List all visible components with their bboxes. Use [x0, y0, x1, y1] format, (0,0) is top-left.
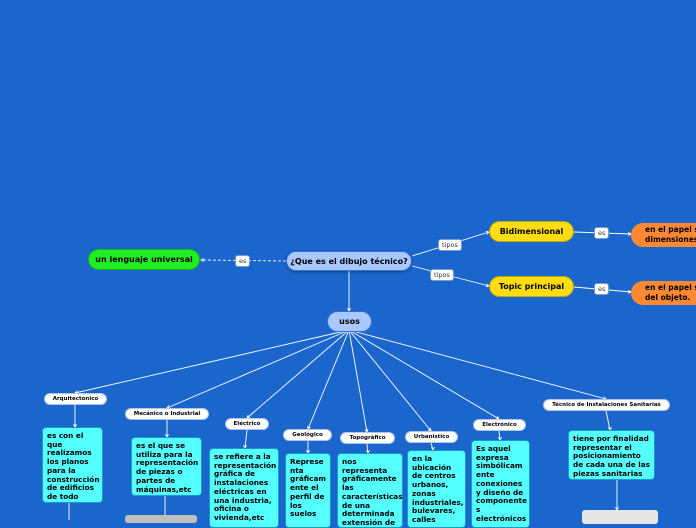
- link-usos-to-urbanistico: [348, 329, 432, 432]
- link-usos-to-mecanico: [166, 329, 350, 409]
- link-usos-to-sanitarias: [348, 329, 607, 400]
- arrow-lenguaje: [200, 258, 205, 262]
- topic-bidimensional[interactable]: Bidimensional: [489, 221, 574, 242]
- description-mecanico-industrial[interactable]: es el que se utiliza para la representac…: [131, 437, 202, 496]
- definition-principal[interactable]: en el papel se del objeto.: [631, 281, 696, 305]
- link-usos-to-electrico: [246, 329, 350, 419]
- link-usos-to-topografico: [348, 329, 368, 433]
- link-electronico-to-description: [498, 430, 501, 441]
- image-mecanico-thumbnail: [125, 515, 197, 523]
- description-arquitectonico[interactable]: es con el que realizamos los planos para…: [42, 427, 103, 503]
- category-mecanico-industrial[interactable]: Mecánico o Industrial: [125, 408, 209, 420]
- description-urbanistico[interactable]: en la ubicación de centros urbanos, zona…: [407, 450, 466, 528]
- central-topic-label: ¿Que es el dibujo técnico?: [290, 256, 408, 266]
- category-geologico[interactable]: Geológico: [283, 429, 332, 441]
- category-electronico[interactable]: Electrónico: [473, 419, 526, 431]
- central-topic[interactable]: ¿Que es el dibujo técnico?: [286, 251, 412, 271]
- topic-principal-label: Topic principal: [498, 282, 565, 291]
- connector-label-es-2: es: [594, 283, 610, 295]
- description-geologico[interactable]: Represe nta gráficam ente el perfil de l…: [285, 453, 331, 528]
- connector-label-tipos-1: tipos: [438, 239, 462, 251]
- link-electrico-to-description: [244, 429, 248, 449]
- topic-bidimensional-label: Bidimensional: [499, 227, 564, 236]
- description-sanitarias[interactable]: tiene por finalidad representar el posic…: [568, 430, 655, 480]
- link-sanitarias-to-description: [605, 410, 611, 431]
- definition-bidimensional-text: en el papel se dimensiones: [645, 225, 696, 244]
- category-arquitectonico[interactable]: Arquitectónico: [44, 393, 107, 405]
- category-topografico[interactable]: Topográfico: [340, 432, 395, 444]
- connector-label-tipos-2: tipos: [430, 269, 454, 281]
- description-electronico[interactable]: Es aquel expresa simbólicam ente conexio…: [471, 440, 530, 528]
- link-usos-to-arquitectonico: [74, 329, 350, 394]
- link-usos-to-electronico: [348, 329, 500, 420]
- topic-principal[interactable]: Topic principal: [489, 276, 574, 297]
- topic-usos[interactable]: usos: [327, 311, 372, 332]
- definition-bidimensional[interactable]: en el papel se dimensiones: [631, 223, 696, 247]
- topic-lenguaje-universal-label: un lenguaje universal: [95, 255, 193, 264]
- topic-lenguaje-universal[interactable]: un lenguaje universal: [88, 249, 200, 270]
- connector-label-es-left: es: [235, 255, 251, 267]
- category-urbanistico[interactable]: Urbanístico: [405, 431, 458, 443]
- link-usos-to-geologico: [307, 329, 350, 430]
- description-topografico[interactable]: nos representa gráficamente las caracter…: [337, 453, 403, 528]
- topic-usos-label: usos: [339, 317, 360, 326]
- definition-principal-text: en el papel se del objeto.: [645, 283, 696, 302]
- link-topografico-to-description: [366, 443, 369, 454]
- category-electrico[interactable]: Eléctrico: [225, 418, 269, 430]
- description-electrico[interactable]: se refiere a la representación gráfica d…: [209, 448, 279, 528]
- category-sanitarias[interactable]: Técnico de Instalaciones Sanitarias: [543, 399, 670, 411]
- connector-label-es-1: es: [594, 227, 610, 239]
- image-sanitarias-thumbnail: [582, 510, 658, 524]
